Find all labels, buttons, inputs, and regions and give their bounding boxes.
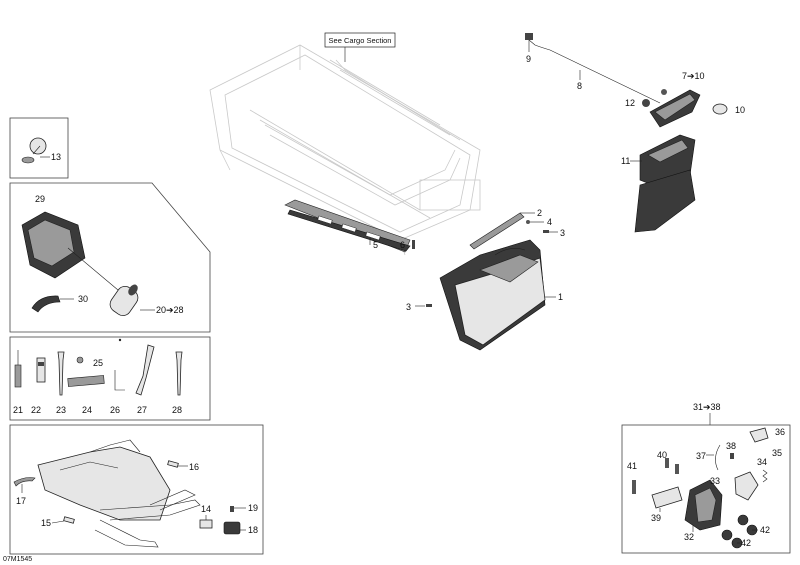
callout-32: 32 (684, 532, 694, 542)
box-hitch: 31➔38 36 38 37 40 41 39 32 33 34 35 42 4… (621, 402, 791, 554)
callout-3a: 3 (560, 228, 565, 238)
callout-37: 37 (696, 451, 706, 461)
callout-36: 36 (775, 427, 785, 437)
cargo-section-reference: See Cargo Section (324, 32, 396, 62)
callout-31-38: 31➔38 (693, 402, 721, 412)
tool-22 (36, 357, 46, 383)
callout-23: 23 (56, 405, 66, 415)
callout-13: 13 (51, 152, 61, 162)
callout-18: 18 (248, 525, 258, 535)
callout-1: 1 (558, 292, 563, 302)
callout-2: 2 (537, 208, 542, 218)
callout-42a: 42 (760, 525, 770, 535)
callout-14: 14 (201, 504, 211, 514)
callout-41: 41 (627, 461, 637, 471)
part-5-side-rail: 5 (284, 199, 411, 253)
callout-3b: 3 (406, 302, 411, 312)
callout-25: 25 (93, 358, 103, 368)
figure-code: 07M1545 (3, 556, 32, 563)
callout-5: 5 (373, 240, 378, 250)
taillight-assembly: 9 8 7➔10 12 10 11 (525, 33, 745, 233)
part-2-bar: 2 4 3 (469, 208, 565, 250)
callout-27: 27 (137, 405, 147, 415)
callout-40: 40 (657, 450, 667, 460)
callout-9: 9 (526, 54, 531, 64)
tool-23 (57, 351, 65, 396)
callout-6: 6 (400, 240, 405, 250)
callout-21: 21 (13, 405, 23, 415)
callout-16: 16 (189, 462, 199, 472)
callout-26: 26 (110, 405, 120, 415)
callout-30: 30 (78, 294, 88, 304)
tool-27 (135, 344, 155, 396)
tool-28 (175, 351, 183, 396)
callout-8: 8 (577, 81, 582, 91)
callout-12: 12 (625, 98, 635, 108)
box-tool-bag: 29 30 20➔28 (9, 182, 211, 342)
reference-note: See Cargo Section (329, 36, 392, 45)
callout-39: 39 (651, 513, 661, 523)
callout-17: 17 (16, 496, 26, 506)
callout-33: 33 (710, 476, 720, 486)
callout-19: 19 (248, 503, 258, 513)
tool-26 (114, 370, 125, 391)
callout-11: 11 (621, 156, 630, 166)
part-6-screw: 6 (400, 240, 415, 250)
callout-4: 4 (547, 217, 552, 227)
callout-42b: 42 (741, 538, 751, 548)
box-decals: 17 16 15 14 18 19 (9, 424, 264, 555)
box-part-13: 13 (9, 117, 69, 179)
box-tools: 21 22 23 25 24 26 27 28 (9, 336, 211, 421)
callout-28: 28 (172, 405, 182, 415)
callout-35: 35 (772, 448, 782, 458)
callout-24: 24 (82, 405, 92, 415)
callout-22: 22 (31, 405, 41, 415)
part-1-bag: 1 3 (406, 239, 563, 351)
tool-24 (67, 375, 105, 387)
callout-15: 15 (41, 518, 51, 528)
callout-20-28: 20➔28 (156, 305, 184, 315)
callout-29: 29 (35, 194, 45, 204)
callout-7-10: 7➔10 (682, 71, 705, 81)
tool-21 (14, 364, 22, 388)
callout-34: 34 (757, 457, 767, 467)
callout-10: 10 (735, 105, 745, 115)
callout-38: 38 (726, 441, 736, 451)
